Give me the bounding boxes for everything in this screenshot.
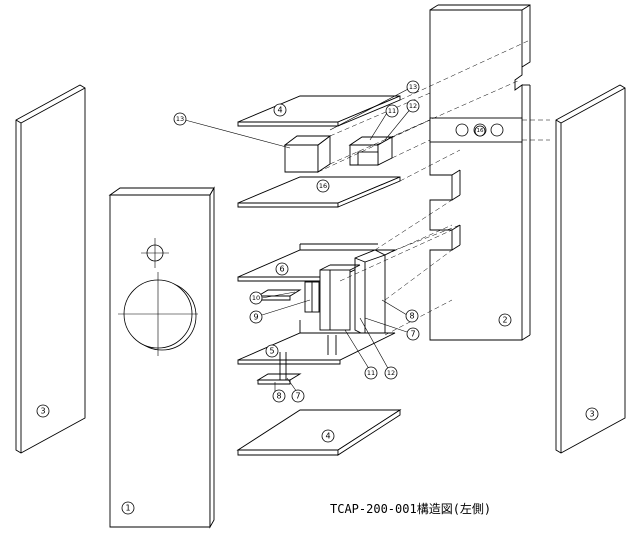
label-part-8-lower: 8 <box>272 389 286 403</box>
part-4-top-plate <box>237 95 401 127</box>
svg-text:3: 3 <box>589 410 594 419</box>
part-3-right-plate <box>555 84 626 454</box>
label-part-16-frame: 16 <box>474 125 486 137</box>
label-part-12-lower: 12 <box>384 366 398 380</box>
part-16-plate-assembly <box>237 135 401 208</box>
svg-text:4: 4 <box>277 106 282 115</box>
svg-text:11: 11 <box>388 107 396 115</box>
svg-text:10: 10 <box>252 294 260 302</box>
drawing-caption: TCAP-200-001構造図(左側) <box>330 501 491 516</box>
label-part-6: 6 <box>275 262 289 276</box>
part-3-left-plate <box>15 84 86 454</box>
label-part-16: 16 <box>316 179 330 193</box>
label-part-7-lower: 7 <box>291 389 305 403</box>
svg-text:8: 8 <box>276 392 281 401</box>
label-part-5: 5 <box>265 344 279 358</box>
svg-text:16: 16 <box>319 182 327 190</box>
label-part-13-left: 13 <box>173 112 187 126</box>
label-part-4-bottom: 4 <box>321 429 335 443</box>
svg-text:7: 7 <box>295 392 300 401</box>
part-4-bottom-plate <box>236 409 402 456</box>
label-part-11-upper: 11 <box>385 104 399 118</box>
svg-text:9: 9 <box>253 313 258 322</box>
label-part-13-right: 13 <box>406 80 420 94</box>
svg-text:8: 8 <box>409 312 414 321</box>
label-part-2: 2 <box>498 313 512 327</box>
label-part-8-upper: 8 <box>405 309 419 323</box>
label-part-3-right: 3 <box>585 407 599 421</box>
svg-text:6: 6 <box>279 265 284 274</box>
svg-text:13: 13 <box>176 115 184 123</box>
svg-text:7: 7 <box>410 330 415 339</box>
svg-text:11: 11 <box>367 369 375 377</box>
label-part-10: 10 <box>249 291 263 305</box>
svg-text:5: 5 <box>269 347 274 356</box>
label-part-3-left: 3 <box>36 404 50 418</box>
svg-text:1: 1 <box>125 504 130 513</box>
svg-text:3: 3 <box>40 407 45 416</box>
label-part-4-top: 4 <box>273 103 287 117</box>
center-vertical-blocks <box>304 249 386 336</box>
svg-text:13: 13 <box>409 83 417 91</box>
part-labels: 1 2 3 3 4 4 5 6 <box>36 80 599 515</box>
svg-text:2: 2 <box>502 316 507 325</box>
svg-text:12: 12 <box>387 369 395 377</box>
svg-text:12: 12 <box>409 102 417 110</box>
svg-text:4: 4 <box>325 432 330 441</box>
label-part-9: 9 <box>249 310 263 324</box>
label-part-11-lower: 11 <box>364 366 378 380</box>
label-part-12-upper: 12 <box>406 99 420 113</box>
label-part-7-upper: 7 <box>406 327 420 341</box>
leader-lines <box>184 86 413 393</box>
label-part-1: 1 <box>121 501 135 515</box>
part-2-side-frame <box>429 4 531 341</box>
part-1-front-plate <box>108 186 215 529</box>
svg-text:16: 16 <box>477 128 484 134</box>
projection-lines <box>317 39 550 336</box>
